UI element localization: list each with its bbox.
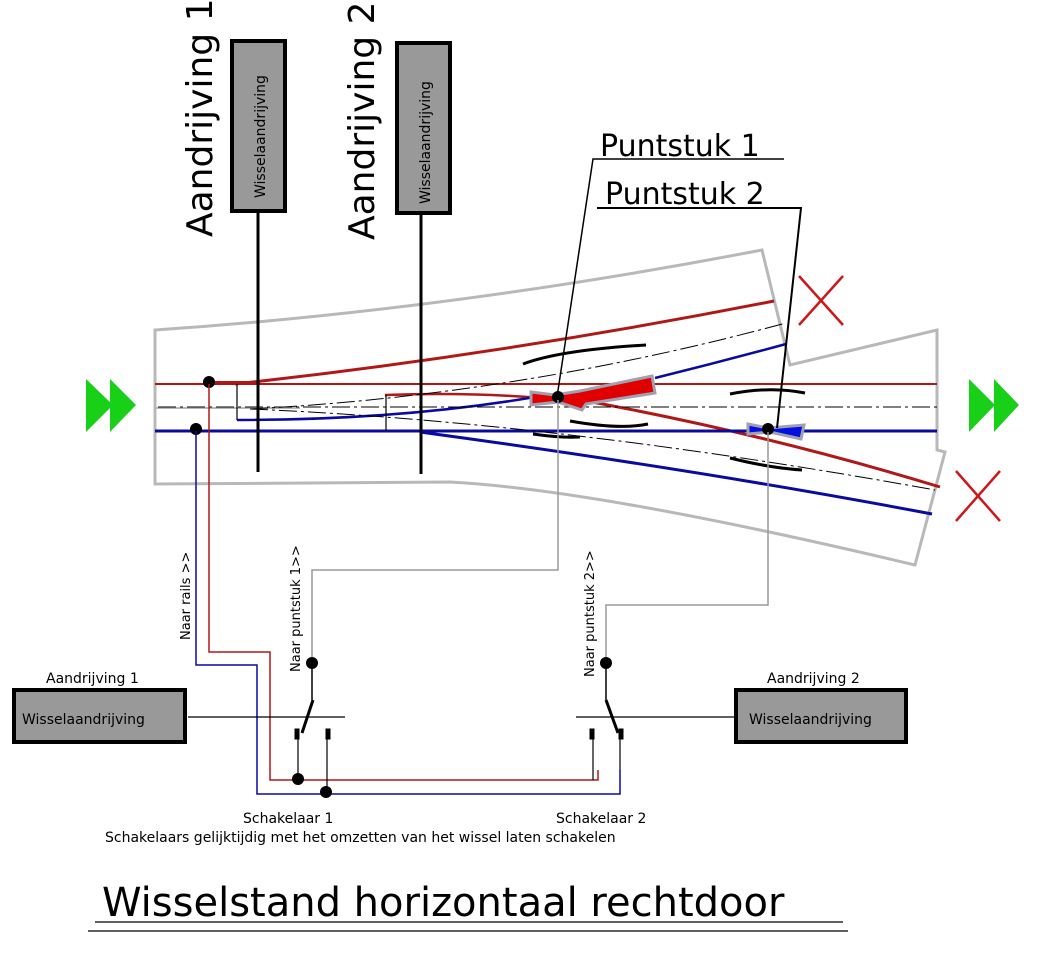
- switch-2-label: Schakelaar 2: [556, 811, 646, 827]
- frog-1: [529, 374, 657, 412]
- rails: [155, 299, 941, 516]
- drive-box: [734, 688, 908, 744]
- wiring: [195, 384, 769, 795]
- frog-2-terminal: [762, 423, 774, 435]
- drive-label: Aandrijving 2: [342, 2, 383, 240]
- rail-blue-terminal: [190, 423, 202, 435]
- direction-arrows-right: [969, 379, 1019, 432]
- bottom-drive-1: Aandrijving 1 Wisselaandrijving: [12, 671, 187, 744]
- top-drive-1: Wisselaandrijving Aandrijving 1: [180, 0, 287, 472]
- frog-2: [746, 422, 806, 441]
- drive-label: Aandrijving 1: [180, 0, 221, 237]
- rail-red-terminal: [203, 376, 215, 388]
- direction-arrows-left: [86, 379, 136, 432]
- wire-label-frog2: Naar puntstuk 2>>: [583, 550, 598, 677]
- page-title: Wisselstand horizontaal rechtdoor: [102, 880, 785, 926]
- wire-blue: [195, 431, 621, 795]
- drive-label: Aandrijving 2: [767, 671, 860, 687]
- switch-1: [188, 657, 345, 798]
- wire-label-frog1: Naar puntstuk 1>>: [289, 545, 304, 672]
- wire-label-rails: Naar rails >>: [179, 552, 194, 640]
- wire-frog-2: [605, 432, 769, 663]
- top-drive-2: Wisselaandrijving Aandrijving 2: [342, 2, 452, 474]
- centerlines: [158, 322, 937, 491]
- drive-box-label: Wisselaandrijving: [418, 81, 434, 204]
- turnout-outline: [153, 248, 947, 567]
- note-text: Schakelaars gelijktijdig met het omzette…: [105, 830, 616, 846]
- drive-box: [230, 39, 287, 213]
- frog-1-terminal: [552, 391, 564, 403]
- arrow-right-icon: [86, 379, 113, 432]
- drive-label: Aandrijving 1: [46, 671, 139, 687]
- wire-frog-1: [311, 400, 559, 663]
- switch-2: [576, 657, 737, 780]
- arrow-right-icon: [110, 379, 136, 432]
- frog-labels: Puntstuk 1 Puntstuk 2: [556, 129, 803, 429]
- drive-box-label: Wisselaandrijving: [749, 712, 872, 728]
- blocked-route-upper: [798, 275, 844, 326]
- drive-box-label: Wisselaandrijving: [22, 712, 145, 728]
- frog-2-label: Puntstuk 2: [605, 177, 765, 212]
- switch-1-label: Schakelaar 1: [243, 811, 333, 827]
- arrow-right-icon: [969, 379, 995, 432]
- wire-red: [208, 384, 599, 781]
- bottom-drive-2: Aandrijving 2 Wisselaandrijving: [734, 671, 908, 744]
- frog-1-label: Puntstuk 1: [600, 129, 760, 164]
- blocked-route-lower: [955, 470, 1001, 522]
- arrow-right-icon: [994, 379, 1019, 432]
- rail-red-diverging: [234, 299, 775, 386]
- drive-box: [12, 688, 187, 744]
- drive-box: [395, 41, 452, 215]
- rail-blue-diverging: [654, 342, 787, 380]
- drive-box-label: Wisselaandrijving: [253, 75, 269, 198]
